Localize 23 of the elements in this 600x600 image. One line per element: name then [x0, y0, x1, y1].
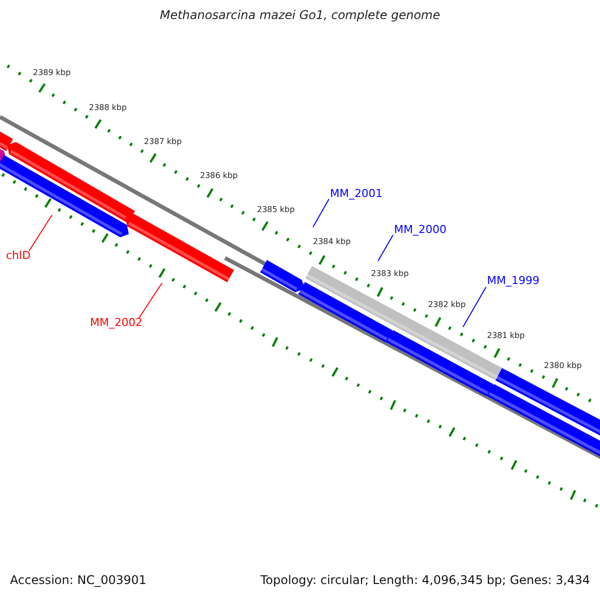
- genome-info-text: Topology: circular; Length: 4,096,345 bp; Genes: 3,434: [260, 574, 590, 588]
- leader-line: [138, 282, 162, 318]
- leader-line: [28, 214, 52, 252]
- title: Methanosarcina mazei Go1, complete genome: [158, 9, 442, 23]
- leader-line: [462, 286, 486, 328]
- gene-label: MM_1999: [487, 275, 540, 288]
- tick-label: 2387 kbp: [144, 137, 182, 146]
- tick-label: 2384 kbp: [313, 237, 351, 246]
- tick-label: 2385 kbp: [257, 205, 295, 214]
- gene-label: chlD: [6, 250, 31, 263]
- tick-label: 2388 kbp: [89, 103, 127, 112]
- tick-label: 2382 kbp: [428, 300, 466, 310]
- tick-label: 2383 kbp: [371, 269, 409, 278]
- tick-label: 2389 kbp: [33, 68, 71, 78]
- gene-label: MM_2002: [90, 317, 142, 330]
- tick-label: 2381 kbp: [487, 331, 525, 340]
- gene-label: MM_2001: [330, 188, 382, 201]
- tick-label: 2380 kbp: [544, 361, 582, 370]
- leader-line: [312, 198, 330, 228]
- gene-label: MM_2000: [394, 224, 446, 237]
- leader-line: [378, 234, 394, 262]
- tick-label: 2386 kbp: [200, 171, 238, 180]
- accession-text: Accession: NC_003901: [10, 574, 146, 588]
